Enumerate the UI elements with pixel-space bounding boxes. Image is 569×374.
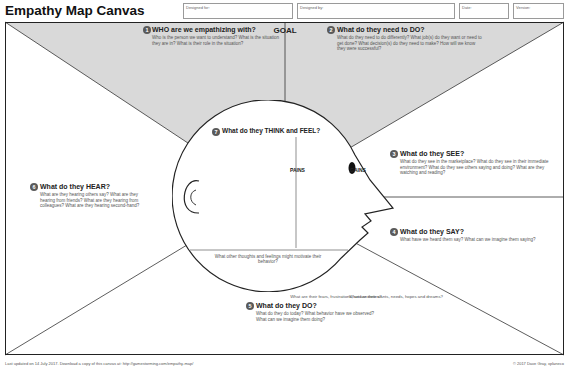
section-heading: What do they SAY? [400,227,550,236]
header-field: Version: [513,3,564,19]
section-heading: What do they THINK and FEEL? [222,127,320,134]
goal-label: GOAL [265,26,305,35]
field-label: Designed by: [298,4,454,11]
header-field: Date: [459,3,509,19]
section-prompt: What do they see in the marketplace? Wha… [400,159,550,176]
canvas-section: What do they HEAR?What are they hearing … [40,182,150,209]
callout-number: 1 [143,26,151,34]
callout-number: 3 [390,150,398,158]
section-heading: What do they SEE? [400,149,550,158]
callout-number: 7 [212,128,220,136]
canvas-title: Empathy Map Canvas [5,3,145,18]
header-field: Designed by: [297,3,455,19]
head-circle: What do they THINK and FEEL? What other t… [172,100,396,292]
section-prompt: Who is the person we want to understand?… [152,35,280,46]
footer-note: © 2017 Dave Gray, xplaneco [513,361,564,366]
canvas-section: What do they SAY?What have we heard them… [400,227,550,243]
section-heading: What do they DO? [256,301,376,310]
section-heading: GAINS [350,167,366,173]
divider-line [190,250,348,251]
ear-symbol [184,181,199,213]
section-prompt: What other thoughts and feelings might m… [208,254,328,265]
section-prompt: What do they need to do differently? Wha… [337,35,482,52]
callout-number: 2 [327,26,335,34]
section-prompt: What are they hearing others say? What a… [40,192,150,209]
section-prompt: What have we heard them say? What can we… [400,237,550,243]
canvas-section: WHO are we empathizing with?Who is the p… [152,25,280,46]
canvas-section: What do they DO?What do they do today? W… [256,301,376,322]
field-label: Version: [514,4,563,11]
field-label: Date: [460,4,508,11]
ear-symbol [191,190,196,205]
canvas-section: What do they need to DO?What do they nee… [337,25,482,52]
head-shape [172,100,393,292]
header-field: Designed for: [183,3,293,19]
section-heading: What do they need to DO? [337,25,482,34]
section-prompt: What are their wants, needs, hopes and d… [336,294,456,299]
callout-number: 6 [30,183,38,191]
section-heading: PAINS [290,167,305,173]
footer-note: Last updated on 14 July 2017. Download a… [5,361,193,366]
divider-line [296,137,297,248]
callout-number: 5 [246,302,254,310]
field-label: Designed for: [184,4,292,11]
section-heading: WHO are we empathizing with? [152,25,280,34]
section-prompt: What do they do today? What behavior hav… [256,311,376,322]
section-heading: What do they HEAR? [40,182,150,191]
callout-number: 4 [390,228,398,236]
canvas-frame [6,23,564,355]
canvas-section: What do they SEE?What do they see in the… [400,149,550,176]
divider-line [384,197,564,198]
